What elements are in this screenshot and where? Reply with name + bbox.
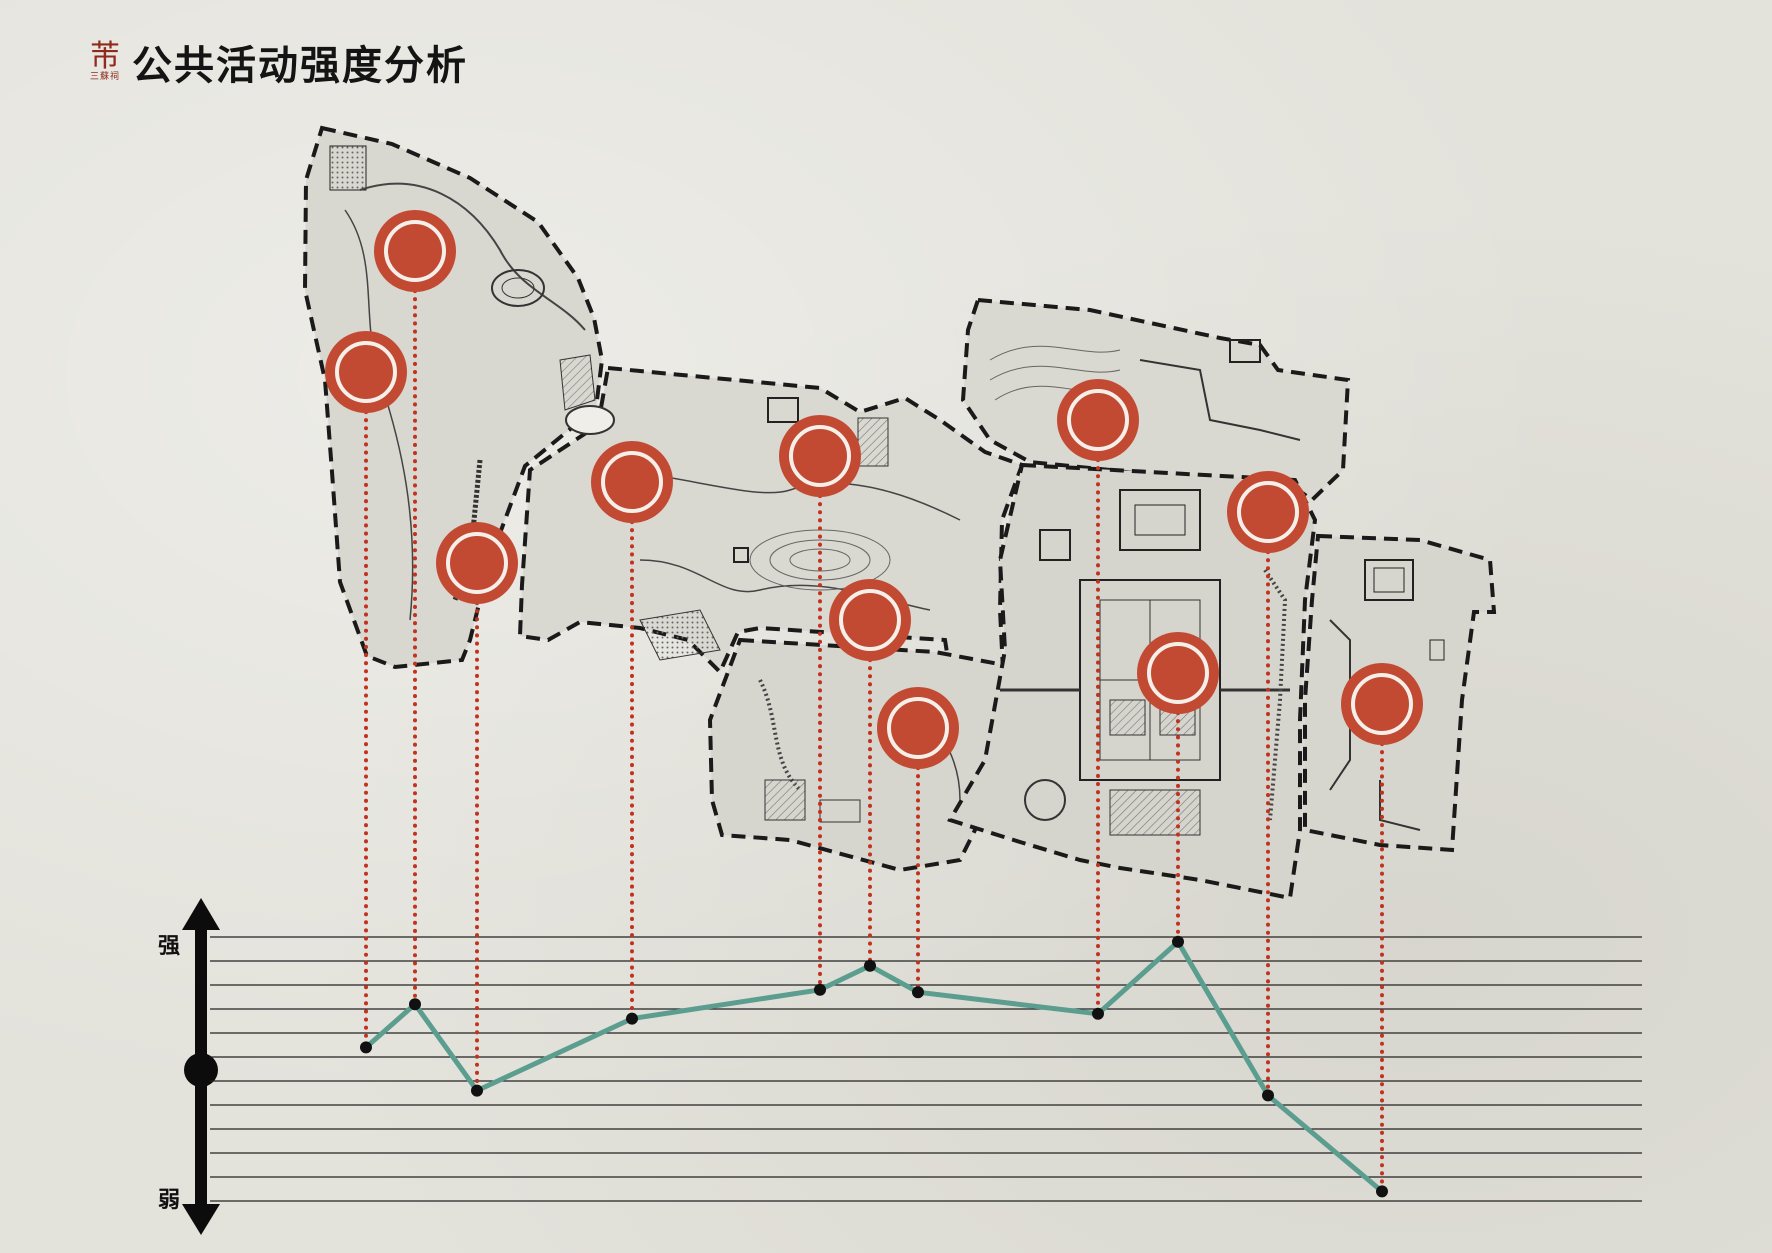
axis-label-strong: 强 [158,933,181,959]
activity-markers [325,210,1423,769]
marker-inner-ring [789,425,851,487]
page-title: 公共活动强度分析 [132,42,468,89]
marker-inner-ring [384,220,446,282]
data-point [1262,1089,1274,1102]
marker-core [1153,648,1203,698]
site-plan [302,125,1497,901]
data-point [360,1041,372,1054]
marker-core [1357,679,1407,729]
marker-inner-ring [1067,389,1129,451]
marker-core [795,431,845,481]
activity-marker [779,415,861,497]
data-point [626,1012,638,1025]
logo-glyph: 芾 [90,38,120,74]
activity-marker [829,579,911,661]
activity-marker [436,522,518,604]
marker-core [1073,395,1123,445]
activity-marker [1137,632,1219,714]
data-point [1172,935,1184,948]
logo-subtext: 三蘇祠 [89,71,120,82]
marker-inner-ring [887,697,949,759]
activity-marker [1057,379,1139,461]
activity-marker [877,687,959,769]
activity-marker [591,441,673,523]
plan-zone-south [707,637,1023,873]
activity-marker [325,331,407,413]
data-point [471,1084,483,1097]
axis-arrow-down [182,1204,220,1235]
marker-inner-ring [1237,481,1299,543]
marker-core [1243,487,1293,537]
marker-inner-ring [446,532,508,594]
data-point [814,983,826,996]
data-point [409,998,421,1011]
data-point [912,986,924,999]
leader-lines [364,289,1384,1194]
marker-core [452,538,502,588]
header: 芾 三蘇祠 公共活动强度分析 [88,32,468,92]
data-point [864,959,876,972]
axis-arrow-up [182,898,220,930]
marker-core [893,703,943,753]
data-point [1376,1185,1388,1198]
marker-core [845,595,895,645]
logo: 芾 三蘇祠 [88,37,122,87]
grid-lines [210,936,1642,1202]
marker-inner-ring [335,341,397,403]
series-line [364,939,1384,1194]
activity-marker [374,210,456,292]
marker-core [341,347,391,397]
plan-zone-main-hall [947,462,1318,901]
data-point [1092,1007,1104,1020]
marker-core [390,226,440,276]
vertical-axis [182,898,220,1235]
activity-marker [1341,663,1423,745]
marker-inner-ring [839,589,901,651]
intensity-series [360,935,1388,1198]
activity-marker [1227,471,1309,553]
axis-label-weak: 弱 [158,1187,181,1213]
axis-midpoint-marker [184,1053,218,1087]
marker-inner-ring [601,451,663,513]
marker-core [607,457,657,507]
marker-inner-ring [1351,673,1413,735]
marker-inner-ring [1147,642,1209,704]
